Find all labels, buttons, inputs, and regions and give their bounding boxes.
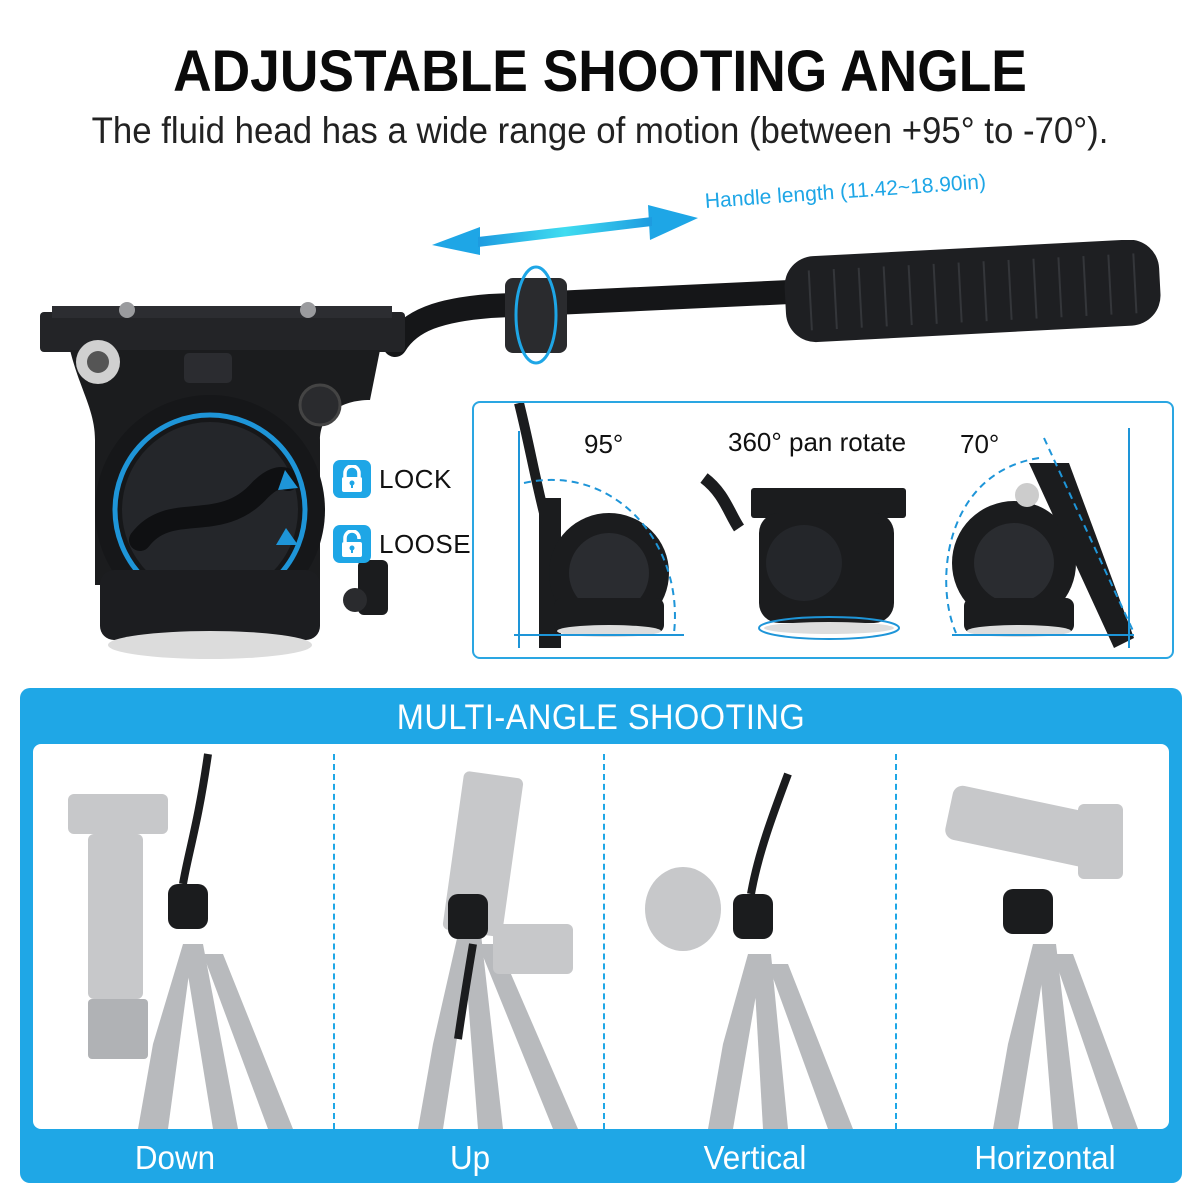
lock-label-row: LOCK [333,460,452,498]
loose-label-row: LOOSE [333,525,471,563]
tilt-up-angle-label: 95° [584,429,624,459]
double-arrow-icon [432,205,698,255]
angle-detail-panel: 95° 360° pan rotate 70° [472,401,1174,659]
page-title: ADJUSTABLE SHOOTING ANGLE [173,39,1027,104]
mode-label-up: Up [449,1139,491,1176]
lock-label: LOCK [379,463,452,494]
loose-label: LOOSE [379,528,472,559]
tilt-down-angle-label: 70° [960,429,1000,459]
multi-angle-illustrations [68,753,1138,1129]
mode-label-vertical: Vertical [703,1139,807,1176]
fluid-head-illustration [40,240,1161,659]
lock-closed-icon [333,460,371,498]
mode-label-horizontal: Horizontal [974,1139,1116,1176]
angle-diagrams [514,403,1135,648]
column-divider [333,754,335,1129]
mode-label-down: Down [134,1139,216,1176]
multi-angle-panel: MULTI-ANGLE SHOOTING [20,688,1182,1183]
column-divider [603,754,605,1129]
multi-angle-grid [33,744,1169,1129]
multi-angle-title: MULTI-ANGLE SHOOTING [396,698,806,737]
column-divider [895,754,897,1129]
handle-length-label: Handle length (11.42~18.90in) [704,170,987,213]
page-subtitle: The fluid head has a wide range of motio… [91,110,1109,151]
lock-open-icon [333,525,371,563]
pan-rotate-label: 360° pan rotate [728,427,907,457]
